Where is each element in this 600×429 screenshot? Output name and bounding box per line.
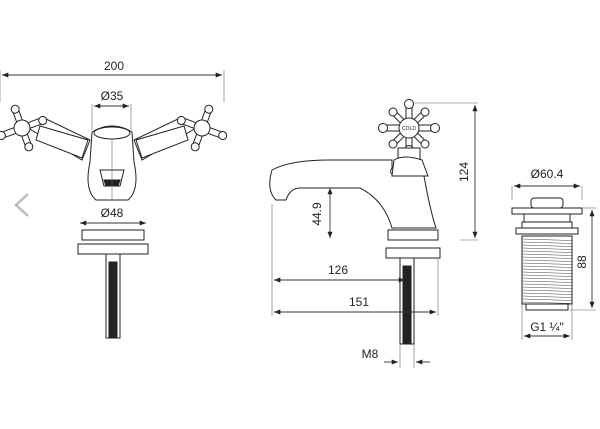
width-dimension: 200: [104, 59, 124, 73]
height-dimension: 124: [457, 162, 471, 182]
base-diameter-dimension: Ø48: [101, 206, 124, 220]
thread-dimension: M8: [362, 347, 379, 361]
handle-label: COLD: [402, 126, 416, 132]
spout-reach-dimension: 126: [328, 263, 348, 277]
left-handle: [0, 104, 91, 161]
cold-handle: COLD: [378, 99, 440, 155]
waste-view: Ø60.4 88 G1 ¼": [511, 167, 596, 340]
front-view: 200 Ø35: [0, 59, 228, 339]
waste-diameter-dimension: Ø60.4: [531, 167, 564, 181]
waste-thread-dimension: G1 ¼": [530, 320, 564, 334]
waste-height-dimension: 88: [575, 255, 589, 269]
side-view: 124 COLD 44.9: [269, 99, 478, 368]
spout-height-dimension: 44.9: [310, 202, 324, 226]
top-diameter-dimension: Ø35: [101, 89, 124, 103]
waste-threads: [521, 238, 573, 304]
overall-length-dimension: 151: [349, 295, 369, 309]
chevron-left-icon[interactable]: [14, 193, 29, 217]
right-handle: [133, 104, 228, 161]
